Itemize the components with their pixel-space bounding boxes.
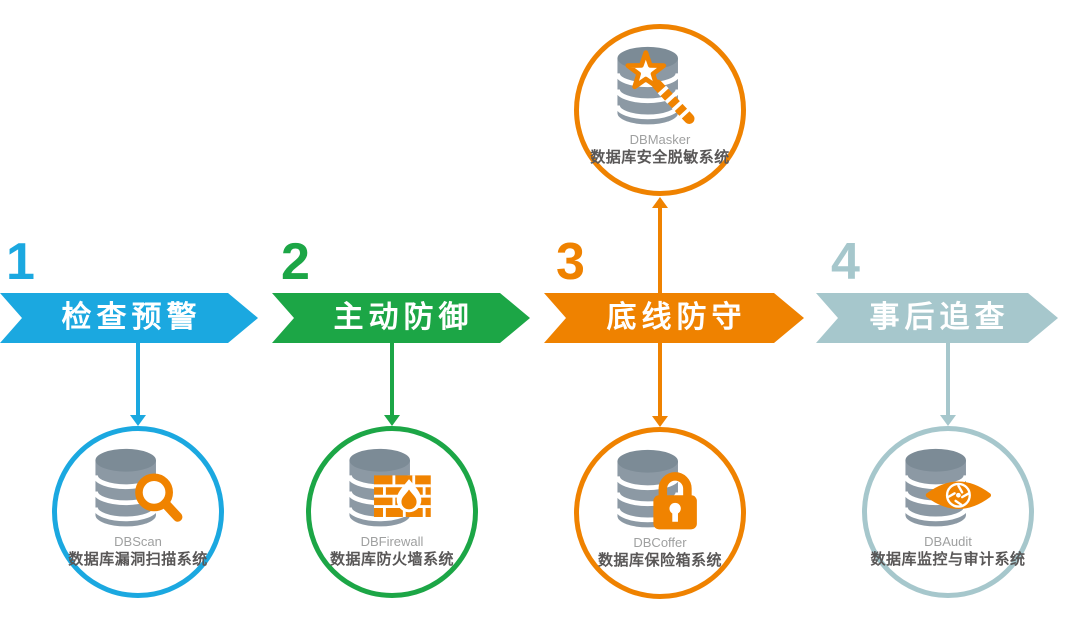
product-name: DBAudit — [924, 534, 972, 549]
product-title: 数据库漏洞扫描系统 — [68, 551, 208, 569]
product-circle-dbfirewall: DBFirewall 数据库防火墙系统 — [306, 426, 478, 598]
step-number-3: 3 — [556, 233, 585, 291]
flow-band-label-1: 检查预警 — [61, 301, 202, 334]
product-name: DBFirewall — [360, 534, 424, 549]
flow-band-step4: 事后追查 — [816, 293, 1058, 343]
flow-band-step2: 主动防御 — [272, 293, 530, 343]
product-circle-dbscan: DBScan 数据库漏洞扫描系统 — [52, 426, 224, 598]
flow-band-label-3: 底线防守 — [606, 301, 747, 334]
product-name: DBCoffer — [633, 535, 687, 550]
connector-line-step3-up — [652, 197, 668, 293]
product-circle-dbcoffer: DBCoffer 数据库保险箱系统 — [574, 427, 746, 599]
arrowhead-up-icon — [652, 197, 668, 208]
arrowhead-down-icon — [130, 415, 146, 426]
database-magic-wand-icon — [615, 46, 695, 125]
step-number-4: 4 — [831, 233, 860, 291]
step-number-1: 1 — [6, 233, 35, 291]
connector-line-step4 — [940, 343, 956, 426]
flow-band-step1: 检查预警 — [0, 293, 258, 343]
database-eye-icon — [903, 448, 992, 527]
magic-wand-icon — [625, 50, 695, 124]
eye-icon — [925, 481, 992, 509]
firewall-icon — [374, 475, 431, 517]
step-number-2: 2 — [281, 233, 310, 291]
product-circle-dbmasker: DBMasker 数据库安全脱敏系统 — [574, 24, 746, 196]
database-firewall-icon — [347, 448, 431, 527]
database-padlock-icon — [615, 449, 697, 530]
product-circle-dbaudit: DBAudit 数据库监控与审计系统 — [862, 426, 1034, 598]
padlock-icon — [653, 472, 697, 530]
arrowhead-down-icon — [384, 415, 400, 426]
product-title: 数据库防火墙系统 — [329, 551, 454, 569]
database-magnifier-icon — [93, 448, 183, 527]
product-title: 数据库保险箱系统 — [597, 552, 722, 570]
arrowhead-down-icon — [652, 416, 668, 427]
product-title: 数据库监控与审计系统 — [870, 551, 1026, 569]
connector-line-step3-down — [652, 343, 668, 427]
product-name: DBScan — [114, 534, 162, 549]
product-title: 数据库安全脱敏系统 — [590, 149, 730, 167]
flow-band-label-2: 主动防御 — [333, 301, 474, 334]
arrowhead-down-icon — [940, 415, 956, 426]
product-name: DBMasker — [629, 132, 691, 147]
magnifier-icon — [135, 473, 183, 522]
connector-line-step2 — [384, 343, 400, 426]
flow-band-label-4: 事后追查 — [869, 301, 1010, 334]
connector-line-step1 — [130, 343, 146, 426]
flow-band-step3: 底线防守 — [544, 293, 804, 343]
